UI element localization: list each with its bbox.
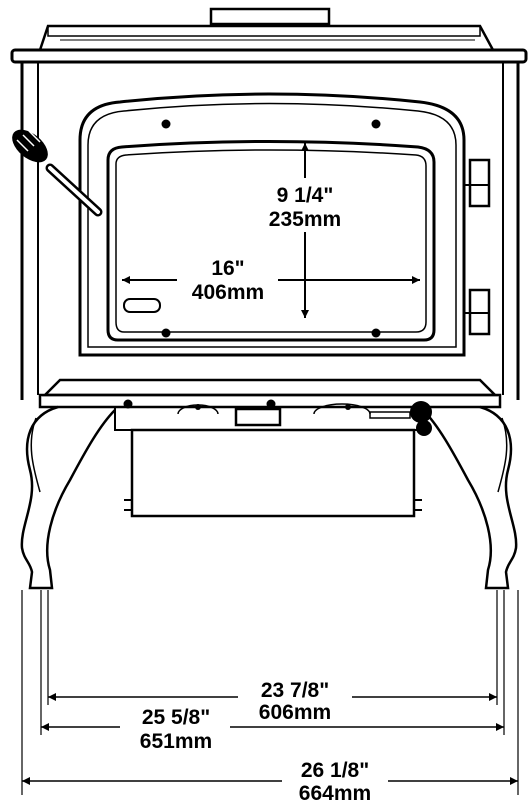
glass-height-metric: 235mm bbox=[269, 208, 341, 231]
left-leg bbox=[20, 405, 116, 590]
base-width-metric: 651mm bbox=[140, 730, 212, 753]
glass-width-metric: 406mm bbox=[192, 281, 264, 304]
stove-top bbox=[10, 7, 528, 64]
extension-lines bbox=[21, 590, 519, 795]
glass-height-imperial: 9 1/4" bbox=[277, 184, 334, 207]
glass-width-dimension: 16" 406mm bbox=[122, 257, 420, 304]
door bbox=[78, 92, 466, 357]
stove-body bbox=[20, 62, 520, 400]
right-leg bbox=[422, 405, 518, 590]
base-width-dimension: 25 5/8" 651mm bbox=[41, 706, 504, 753]
base-width-imperial: 25 5/8" bbox=[142, 706, 210, 729]
ash-drawer bbox=[124, 428, 422, 518]
stove-base bbox=[38, 378, 502, 436]
overall-width-imperial: 26 1/8" bbox=[301, 759, 369, 782]
overall-width-metric: 664mm bbox=[299, 782, 371, 805]
glass-height-dimension: 9 1/4" 235mm bbox=[269, 143, 341, 318]
door-hinges bbox=[464, 158, 491, 336]
leg-width-metric: 606mm bbox=[259, 701, 331, 724]
leg-width-dimension: 23 7/8" 606mm bbox=[48, 679, 497, 724]
leg-width-imperial: 23 7/8" bbox=[261, 679, 329, 702]
glass-width-imperial: 16" bbox=[211, 257, 244, 280]
door-handle bbox=[12, 129, 103, 217]
overall-width-dimension: 26 1/8" 664mm bbox=[22, 759, 518, 805]
